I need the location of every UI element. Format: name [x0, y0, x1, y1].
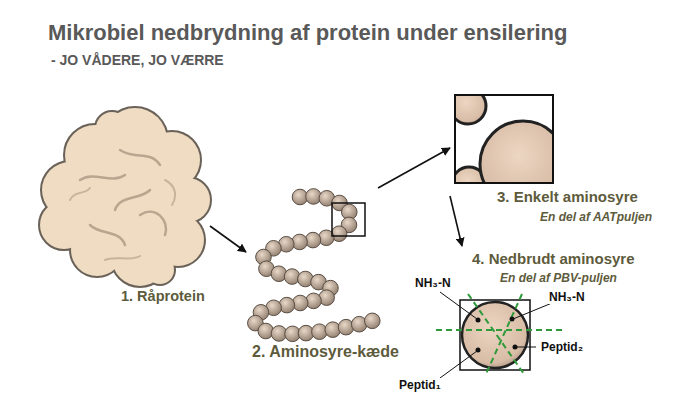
stage-label: 4. Nedbrudt aminosyre	[472, 250, 635, 267]
flow-arrow	[378, 148, 450, 188]
fragment-label: Peptid₂	[540, 340, 584, 354]
stage-label: 1. Råprotein	[121, 288, 205, 304]
chemical-label: NH₃-N	[548, 290, 586, 304]
chemical-label: NH₃-N	[414, 276, 452, 290]
fragment-label: Peptid₁	[398, 378, 442, 392]
stage-label: 3. Enkelt aminosyre	[497, 188, 638, 205]
protein-blob	[40, 108, 210, 286]
flow-arrow	[210, 226, 246, 252]
amino-acid-chain	[248, 189, 381, 342]
protein-stage: 1. Råprotein	[35, 118, 210, 310]
chain-stage: 2. Aminosyre-kæde	[246, 188, 414, 368]
stage-label: 2. Aminosyre-kæde	[252, 343, 399, 361]
degraded-stage: 4. Nedbrudt aminosyre En del af PBV-pulje…	[392, 246, 674, 398]
flow-arrow	[450, 196, 462, 246]
amino-acid-stage: 3. Enkelt aminosyre En del af AATpuljen	[450, 90, 672, 230]
stage-note: En del af AATpuljen	[540, 210, 652, 224]
title: Mikrobiel nedbrydning af protein under e…	[48, 20, 568, 46]
zoom-square	[332, 203, 365, 236]
subtitle: - JO VÅDERE, JO VÆRRE	[50, 52, 225, 68]
degraded-amino-acid	[436, 292, 562, 378]
stage-note: En del af PBV-puljen	[500, 271, 617, 285]
